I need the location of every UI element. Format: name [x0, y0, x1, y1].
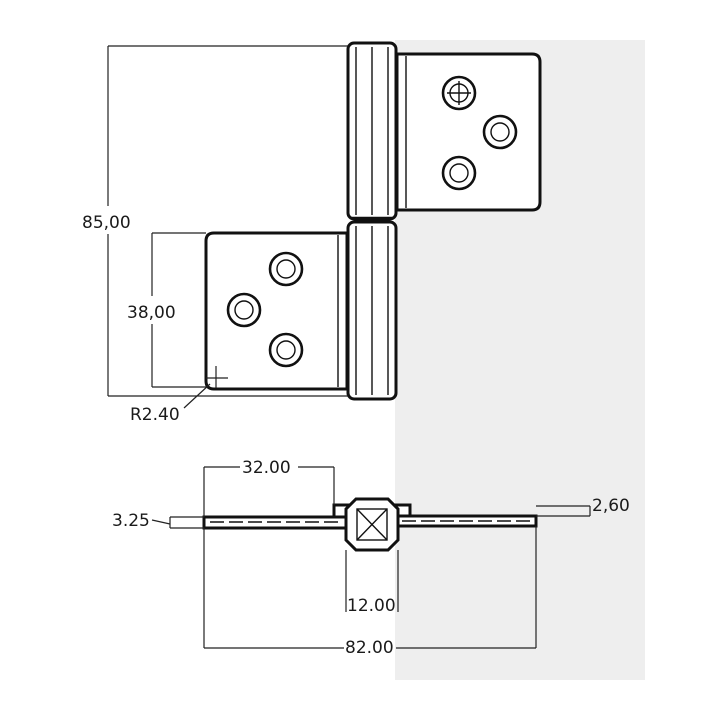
dimension-leaf-width [203, 466, 335, 517]
lower-leaf-screw-hole-3 [268, 332, 304, 368]
dimension-other-leaf-thickness [536, 505, 591, 517]
corner-radius-label: R2.40 [130, 405, 180, 425]
other-leaf-thickness-label: 2,60 [592, 496, 630, 516]
overall-width-label: 82.00 [345, 638, 394, 658]
lower-leaf [204, 231, 349, 391]
upper-leaf-screw-hole-1 [441, 75, 477, 111]
upper-leaf-screw-hole-2 [482, 114, 518, 150]
pin-cross [356, 508, 388, 541]
upper-leaf [395, 52, 542, 212]
leaf-thickness-label: 3.25 [112, 511, 150, 531]
upper-leaf-screw-hole-3 [441, 155, 477, 191]
dimension-overall-width [203, 526, 537, 649]
lower-leaf-screw-hole-2 [226, 292, 262, 328]
dimension-overall-height [107, 45, 348, 397]
dimension-knuckle-diameter [345, 550, 399, 612]
knuckle-diameter-label: 12.00 [347, 596, 396, 616]
lower-leaf-screw-hole-1 [268, 251, 304, 287]
leaf-height-label: 38,00 [127, 303, 176, 323]
front-view [183, 41, 542, 409]
pin-square [356, 508, 388, 541]
leaf-width-label: 32.00 [242, 458, 291, 478]
top-view [202, 497, 538, 552]
overall-height-label: 85,00 [82, 213, 131, 233]
dimension-leaf-height [151, 232, 206, 388]
dimension-leaf-thickness [151, 516, 204, 529]
